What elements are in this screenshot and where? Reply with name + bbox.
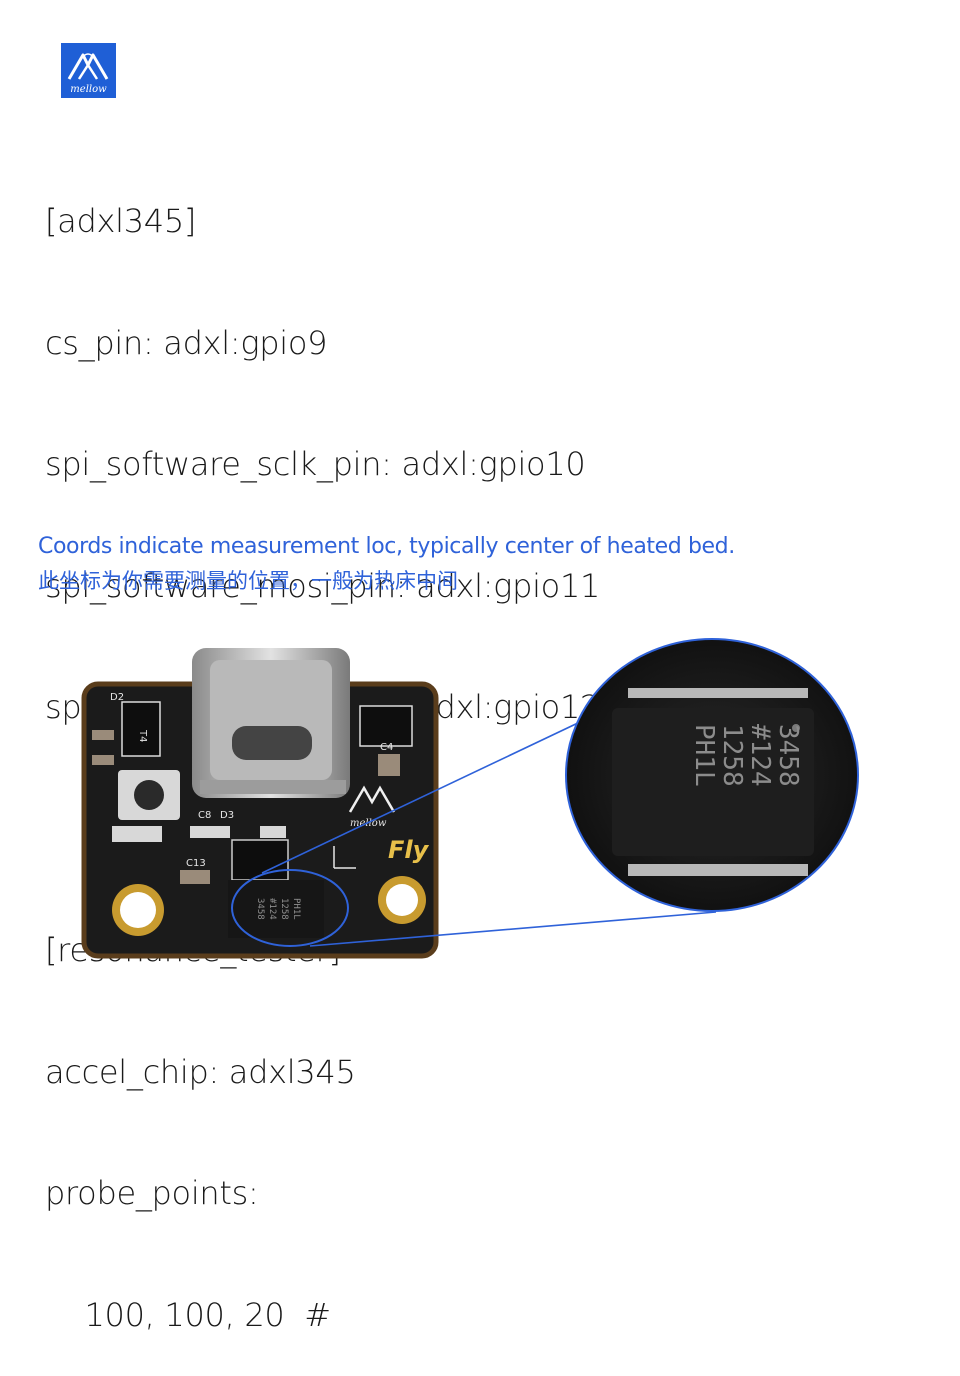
- adxl345-board-photo: D2 T4 C8 D3 C13 C4 mellow Fly 3458 #124 …: [81, 638, 859, 959]
- mellow-logo-mark: [67, 53, 109, 80]
- config-line: accel_chip: adxl345: [45, 1052, 356, 1091]
- usb-c-connector: [192, 648, 350, 798]
- coords-note-chinese: 此坐标为你需要测量的位置，一般为热床中间: [38, 569, 458, 593]
- chip-marking-line: #124: [745, 724, 775, 787]
- zoom-connector-line-top: [261, 702, 621, 874]
- coords-note-english: Coords indicate measurement loc, typical…: [38, 534, 735, 559]
- mellow-logo: mellow: [61, 43, 116, 98]
- logo-brand-text: mellow: [70, 84, 107, 95]
- silk-label-c4: C4: [380, 742, 393, 753]
- config-line: 100, 100, 20 #: [45, 1295, 331, 1334]
- chip-marking-line: 1258: [717, 724, 747, 787]
- zoom-connector-line-bottom: [309, 911, 717, 947]
- svg-text:#124: #124: [267, 898, 277, 920]
- chip-zoom-view: 3458 #124 1258 PH1L: [565, 638, 859, 912]
- silk-label-c8: C8: [198, 810, 211, 821]
- config-line: spi_software_sclk_pin: adxl:gpio10: [45, 445, 586, 483]
- svg-text:3458: 3458: [255, 898, 265, 920]
- adxl-chip-small: [228, 880, 324, 938]
- board-brand-label: mellow: [350, 818, 387, 829]
- axis-marker-icon: [333, 846, 356, 869]
- silk-label-d2: D2: [110, 692, 124, 703]
- config-line: cs_pin: adxl:gpio9: [45, 323, 328, 362]
- silk-label-d3: D3: [220, 810, 234, 821]
- chip-highlight-circle: [231, 869, 349, 947]
- config-line: probe_points:: [45, 1174, 259, 1212]
- svg-text:1258: 1258: [279, 898, 289, 920]
- adxl-chip-large: [612, 708, 814, 856]
- chip-marking-line: 3458: [773, 724, 803, 787]
- pcb-board: D2 T4 C8 D3 C13 C4 mellow Fly 3458 #124 …: [81, 648, 439, 959]
- config-line: spi_software_mosi_pin: adxl:gpio11: [45, 566, 601, 605]
- silk-label-c13: C13: [186, 858, 206, 869]
- svg-text:PH1L: PH1L: [291, 898, 301, 920]
- board-fly-label: Fly: [388, 836, 430, 864]
- board-mellow-mark: [348, 785, 396, 813]
- config-line: [adxl345]: [45, 202, 197, 240]
- chip-marking-line: PH1L: [689, 724, 719, 787]
- silk-label-t4: T4: [137, 729, 148, 742]
